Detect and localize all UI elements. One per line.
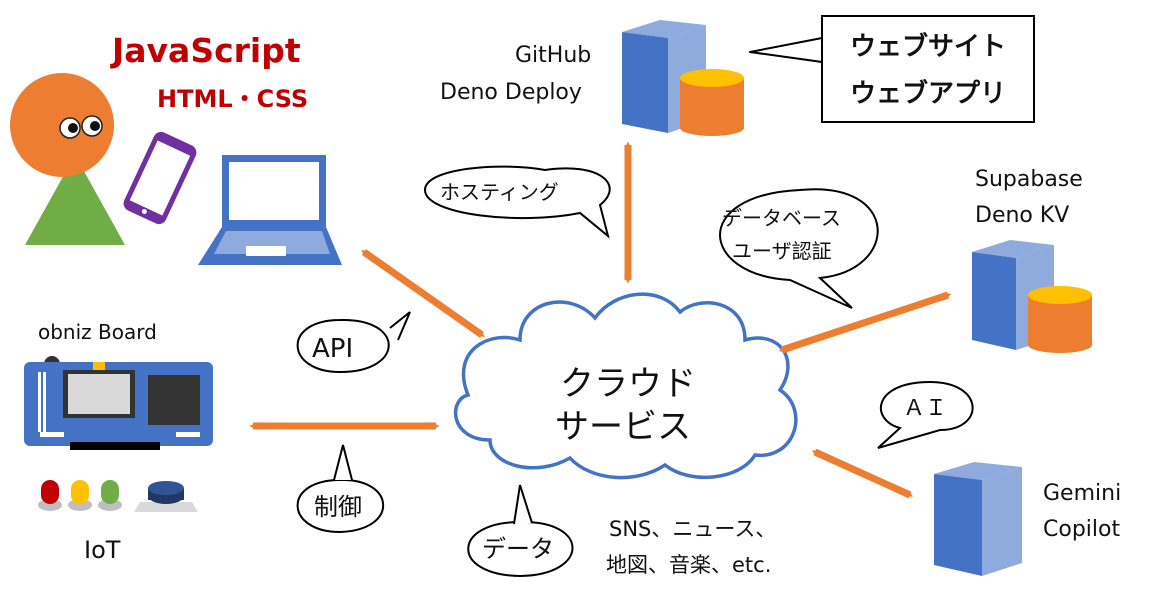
- iot-label: IoT: [84, 536, 121, 564]
- cloud-label-line1: クラウド: [560, 364, 696, 404]
- data-speech-bubble: [467, 484, 574, 578]
- data-sources-line1: SNS、ニュース、: [609, 517, 776, 541]
- website-label: ウェブサイト: [850, 31, 1006, 62]
- led-icons: [38, 480, 122, 511]
- hosting-database-icon: [680, 69, 744, 136]
- hosting-speech-bubble: [423, 165, 611, 239]
- website-callout: [749, 15, 1035, 123]
- data-sources-line2: 地図、音楽、etc.: [606, 553, 771, 577]
- database-bubble-line1: データベース: [722, 206, 841, 230]
- laptop-icon: [198, 155, 342, 265]
- markup-label: HTML・CSS: [157, 85, 308, 113]
- developer-person-icon: [10, 73, 125, 245]
- database-cylinder-icon: [1028, 286, 1092, 353]
- obniz-board-icon: [24, 356, 213, 450]
- api-bubble-text: API: [312, 334, 353, 364]
- cloud-label-line2: サービス: [555, 407, 691, 447]
- hosting-bubble-text: ホスティング: [440, 180, 559, 204]
- arrow-cloud-database: [778, 291, 952, 354]
- ai-server-icon: [934, 462, 1022, 576]
- board-label: obniz Board: [38, 320, 157, 344]
- smartphone-icon: [123, 131, 197, 225]
- push-button-icon: [134, 481, 198, 512]
- ai-speech-bubble: [877, 380, 974, 449]
- webapp-label: ウェブアプリ: [850, 78, 1006, 109]
- control-bubble-text: 制御: [314, 493, 362, 521]
- hosting-provider-line1: GitHub: [515, 43, 591, 68]
- ai-provider-line1: Gemini: [1043, 481, 1121, 506]
- arrow-cloud-laptop: [361, 249, 485, 338]
- arrow-cloud-ai: [811, 448, 914, 499]
- arrows: [249, 141, 952, 499]
- database-provider-line2: Deno KV: [975, 203, 1069, 228]
- database-bubble-line2: ユーザ認証: [732, 239, 832, 263]
- language-label: JavaScript: [110, 31, 301, 70]
- ai-provider-line2: Copilot: [1043, 517, 1120, 542]
- database-provider-line1: Supabase: [975, 167, 1083, 192]
- control-speech-bubble: [296, 444, 385, 534]
- hosting-provider-line2: Deno Deploy: [440, 80, 582, 105]
- cloud-shape: [453, 292, 798, 480]
- data-bubble-text: データ: [482, 535, 554, 563]
- ai-bubble-text: ＡＩ: [903, 396, 947, 421]
